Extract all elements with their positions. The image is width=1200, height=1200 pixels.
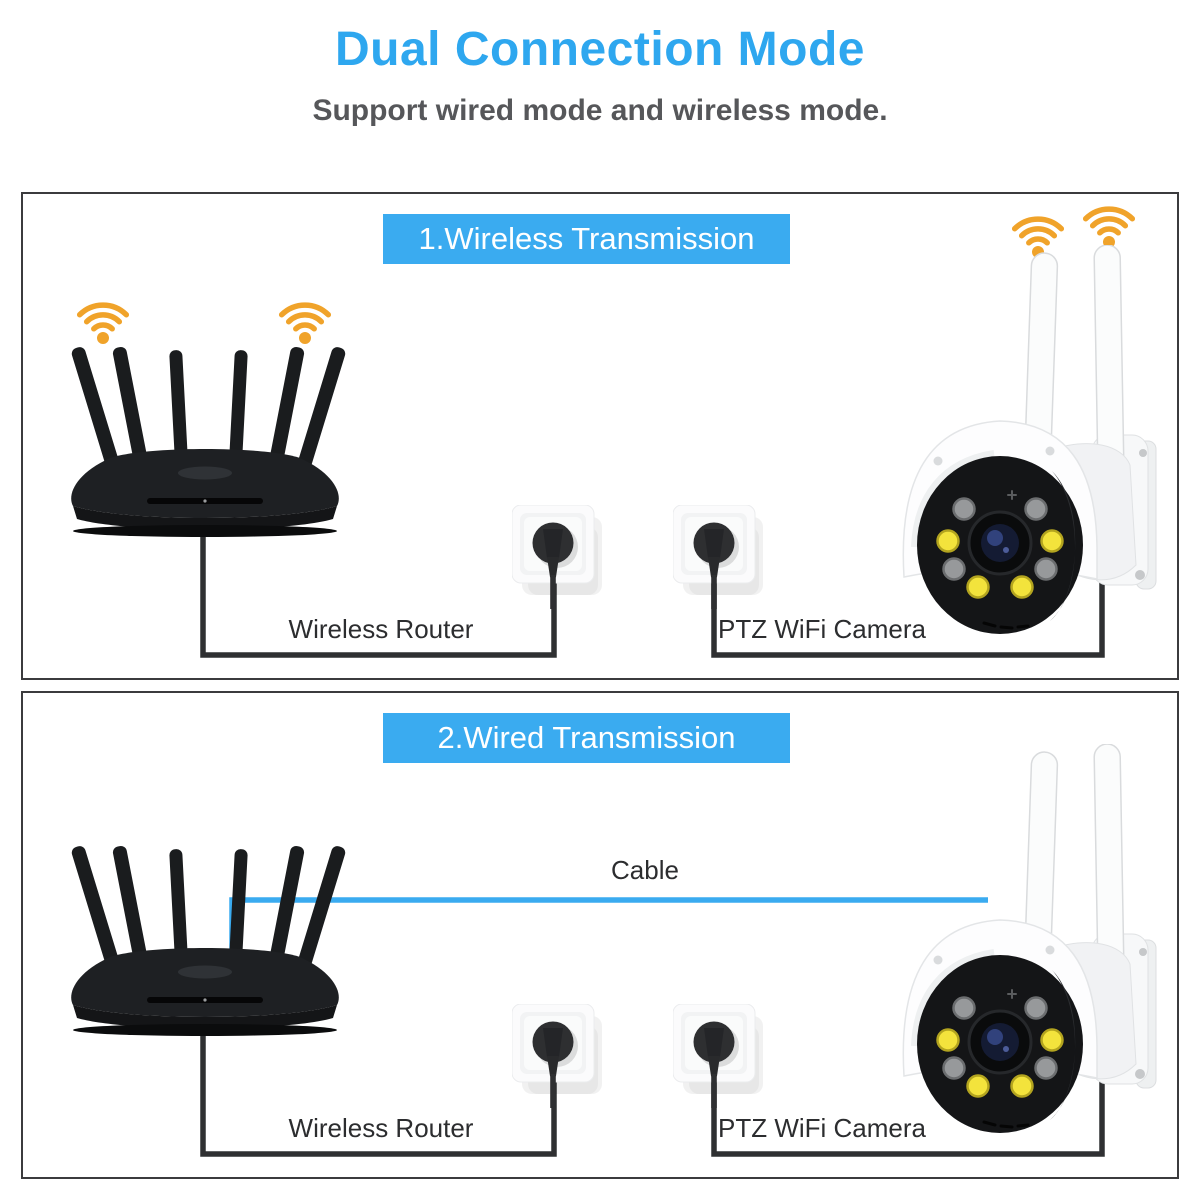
section-wireless-transmission: 1.Wireless Transmission Wireless Router … xyxy=(21,192,1179,680)
network-cable xyxy=(229,897,988,965)
router-power-cable xyxy=(200,530,557,658)
wireless-router-illustration xyxy=(70,345,347,537)
power-outlet-illustration xyxy=(673,505,764,609)
wifi-signal-icon xyxy=(1015,219,1062,258)
wireless-router-illustration xyxy=(70,844,347,1036)
ptz-camera-illustration xyxy=(903,744,1156,1133)
camera-device-label: PTZ WiFi Camera xyxy=(718,1113,926,1143)
power-outlet-illustration xyxy=(512,505,603,609)
page-subtitle: Support wired mode and wireless mode. xyxy=(312,94,888,127)
wifi-signal-icon xyxy=(282,305,329,344)
router-power-cable xyxy=(200,1029,557,1157)
wired-scene xyxy=(70,693,1177,1157)
wireless-scene xyxy=(70,194,1177,658)
power-outlet-illustration xyxy=(512,1004,603,1108)
camera-device-label: PTZ WiFi Camera xyxy=(718,614,926,644)
router-device-label: Wireless Router xyxy=(288,614,474,644)
wifi-signal-icon xyxy=(80,305,127,344)
router-device-label: Wireless Router xyxy=(288,1113,474,1143)
power-outlet-illustration xyxy=(673,1004,764,1108)
section-header-wired: 2.Wired Transmission xyxy=(383,713,790,763)
ptz-camera-illustration xyxy=(903,245,1156,634)
page-title: Dual Connection Mode xyxy=(335,23,865,76)
section-header-wireless: 1.Wireless Transmission xyxy=(383,214,790,264)
cable-label: Cable xyxy=(611,855,679,885)
wifi-signal-icon xyxy=(1086,209,1133,248)
section-wired-transmission: 2.Wired Transmission Cable Wireless Rout… xyxy=(21,691,1179,1179)
